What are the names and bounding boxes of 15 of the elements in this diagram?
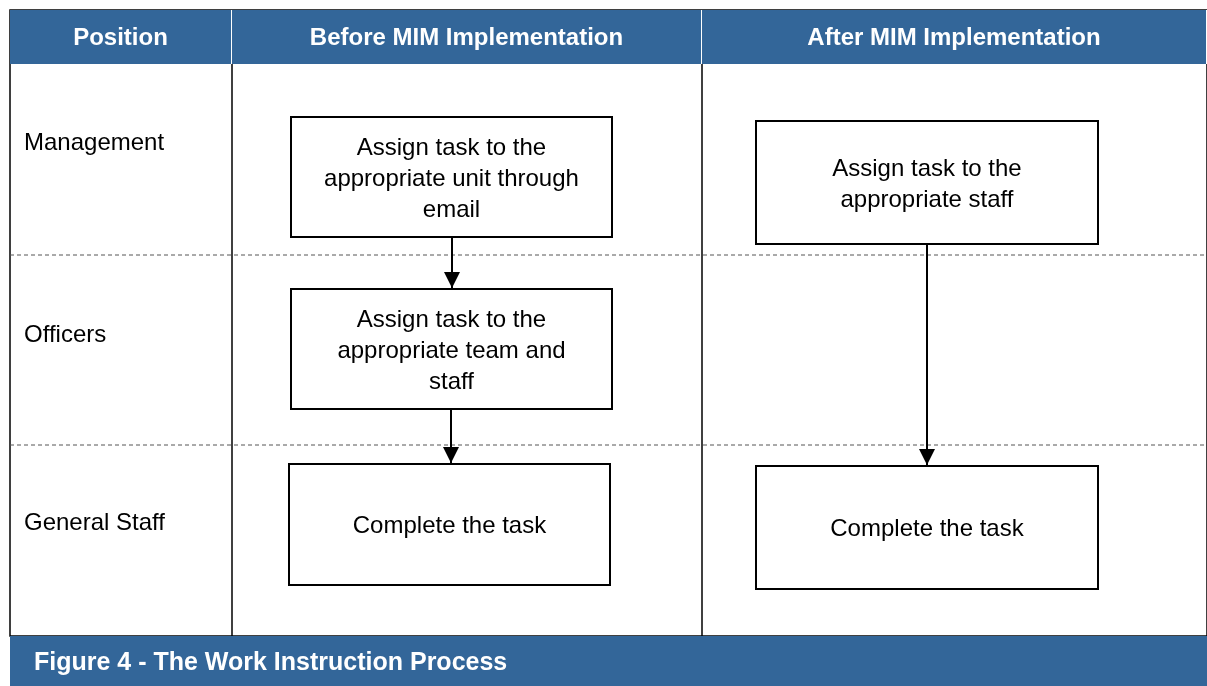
process-box: Assign task to the appropriate staff — [755, 120, 1099, 245]
arrow — [919, 244, 935, 466]
process-box: Complete the task — [755, 465, 1099, 590]
column-header: After MIM Implementation — [702, 10, 1207, 64]
row-label: Management — [24, 128, 165, 156]
process-box: Assign task to the appropriate unit through email — [290, 116, 613, 238]
row-label: General Staff — [24, 508, 165, 536]
figure-caption: Figure 4 - The Work Instruction Process — [10, 636, 1207, 686]
column-header: Before MIM Implementation — [232, 10, 702, 64]
arrow — [444, 237, 460, 289]
column-header: Position — [10, 10, 232, 64]
row-label: Officers — [24, 320, 107, 348]
process-box: Complete the task — [288, 463, 611, 586]
arrow — [443, 409, 459, 464]
process-box: Assign task to the appropriate team and staff — [290, 288, 613, 410]
